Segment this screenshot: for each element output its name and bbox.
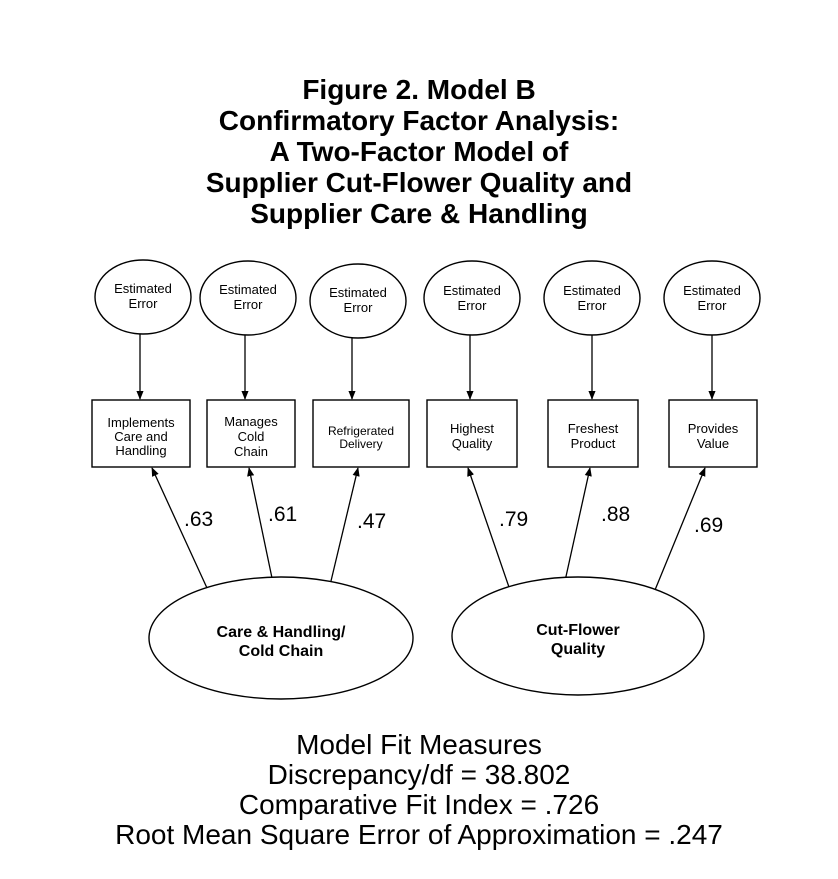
factor-label-line: Quality <box>551 641 605 658</box>
indicator-label-line: Chain <box>234 444 268 459</box>
loading-arrow-3 <box>330 467 360 582</box>
error-label-line-1: Estimated <box>219 282 277 297</box>
loading-value-2: .61 <box>268 503 297 526</box>
indicator-label-line: Implements <box>107 415 175 430</box>
loading-value-1: .63 <box>184 508 213 531</box>
loading-arrow-4 <box>467 467 511 591</box>
indicator-label-line: Highest <box>450 421 494 436</box>
title-line: Supplier Care & Handling <box>250 198 588 229</box>
indicator-label-line: Handling <box>115 443 166 458</box>
error-label-line-2: Error <box>458 298 488 313</box>
loading-value-6: .69 <box>694 514 723 537</box>
loading-value-5: .88 <box>601 503 630 526</box>
indicator-label-line: Provides <box>688 421 739 436</box>
fit-heading: Model Fit Measures <box>296 729 542 760</box>
error-label-line-1: Estimated <box>329 285 387 300</box>
indicator-label-line: Care and <box>114 429 167 444</box>
fit-discrepancy: Discrepancy/df = 38.802 <box>267 759 571 790</box>
indicator-label-line: Value <box>697 436 729 451</box>
fit-cfi: Comparative Fit Index = .726 <box>238 789 600 820</box>
indicator-label-line: Manages <box>224 414 278 429</box>
factor-label-line: Cut-Flower <box>536 622 620 639</box>
loading-arrow-2 <box>247 467 273 579</box>
error-label-line-1: Estimated <box>683 283 741 298</box>
error-label-line-1: Estimated <box>114 281 172 296</box>
error-label-line-1: Estimated <box>563 283 621 298</box>
loading-value-4: .79 <box>499 508 528 531</box>
indicator-label-line: Quality <box>452 436 493 451</box>
error-label-line-2: Error <box>698 298 728 313</box>
figure-title: Figure 2. Model B Confirmatory Factor An… <box>0 74 838 229</box>
title-line: Confirmatory Factor Analysis: <box>218 105 620 136</box>
model-fit-measures: Model Fit Measures Discrepancy/df = 38.8… <box>0 730 838 850</box>
error-label-line-2: Error <box>344 300 374 315</box>
indicator-label-line: Freshest <box>568 421 619 436</box>
svg-text:Care & Handling/Cold Chain: Care & Handling/Cold Chain <box>217 624 346 660</box>
title-line: Supplier Cut-Flower Quality and <box>205 167 633 198</box>
loading-arrow-6 <box>654 467 706 591</box>
indicator-label-line: Product <box>571 436 616 451</box>
indicator-label-line: Refrigerated <box>328 424 394 438</box>
title-line: Figure 2. Model B <box>302 74 536 105</box>
error-label-line-2: Error <box>129 296 159 311</box>
factor-label-line: Care & Handling/ <box>217 624 346 641</box>
loading-value-3: .47 <box>357 510 386 533</box>
fit-rmsea: Root Mean Square Error of Approximation … <box>115 819 723 850</box>
indicator-label-line: Cold <box>238 429 265 444</box>
error-label-line-2: Error <box>234 297 264 312</box>
title-line: A Two-Factor Model of <box>269 136 569 167</box>
error-label-line-1: Estimated <box>443 283 501 298</box>
factor-label-line: Cold Chain <box>239 643 323 660</box>
indicator-label-line: Delivery <box>339 437 382 451</box>
factor-care-handling: Care & Handling/Cold Chain <box>148 576 414 700</box>
loading-arrow-1 <box>151 467 208 589</box>
error-label-line-2: Error <box>578 298 608 313</box>
loading-arrow-5 <box>564 467 592 582</box>
